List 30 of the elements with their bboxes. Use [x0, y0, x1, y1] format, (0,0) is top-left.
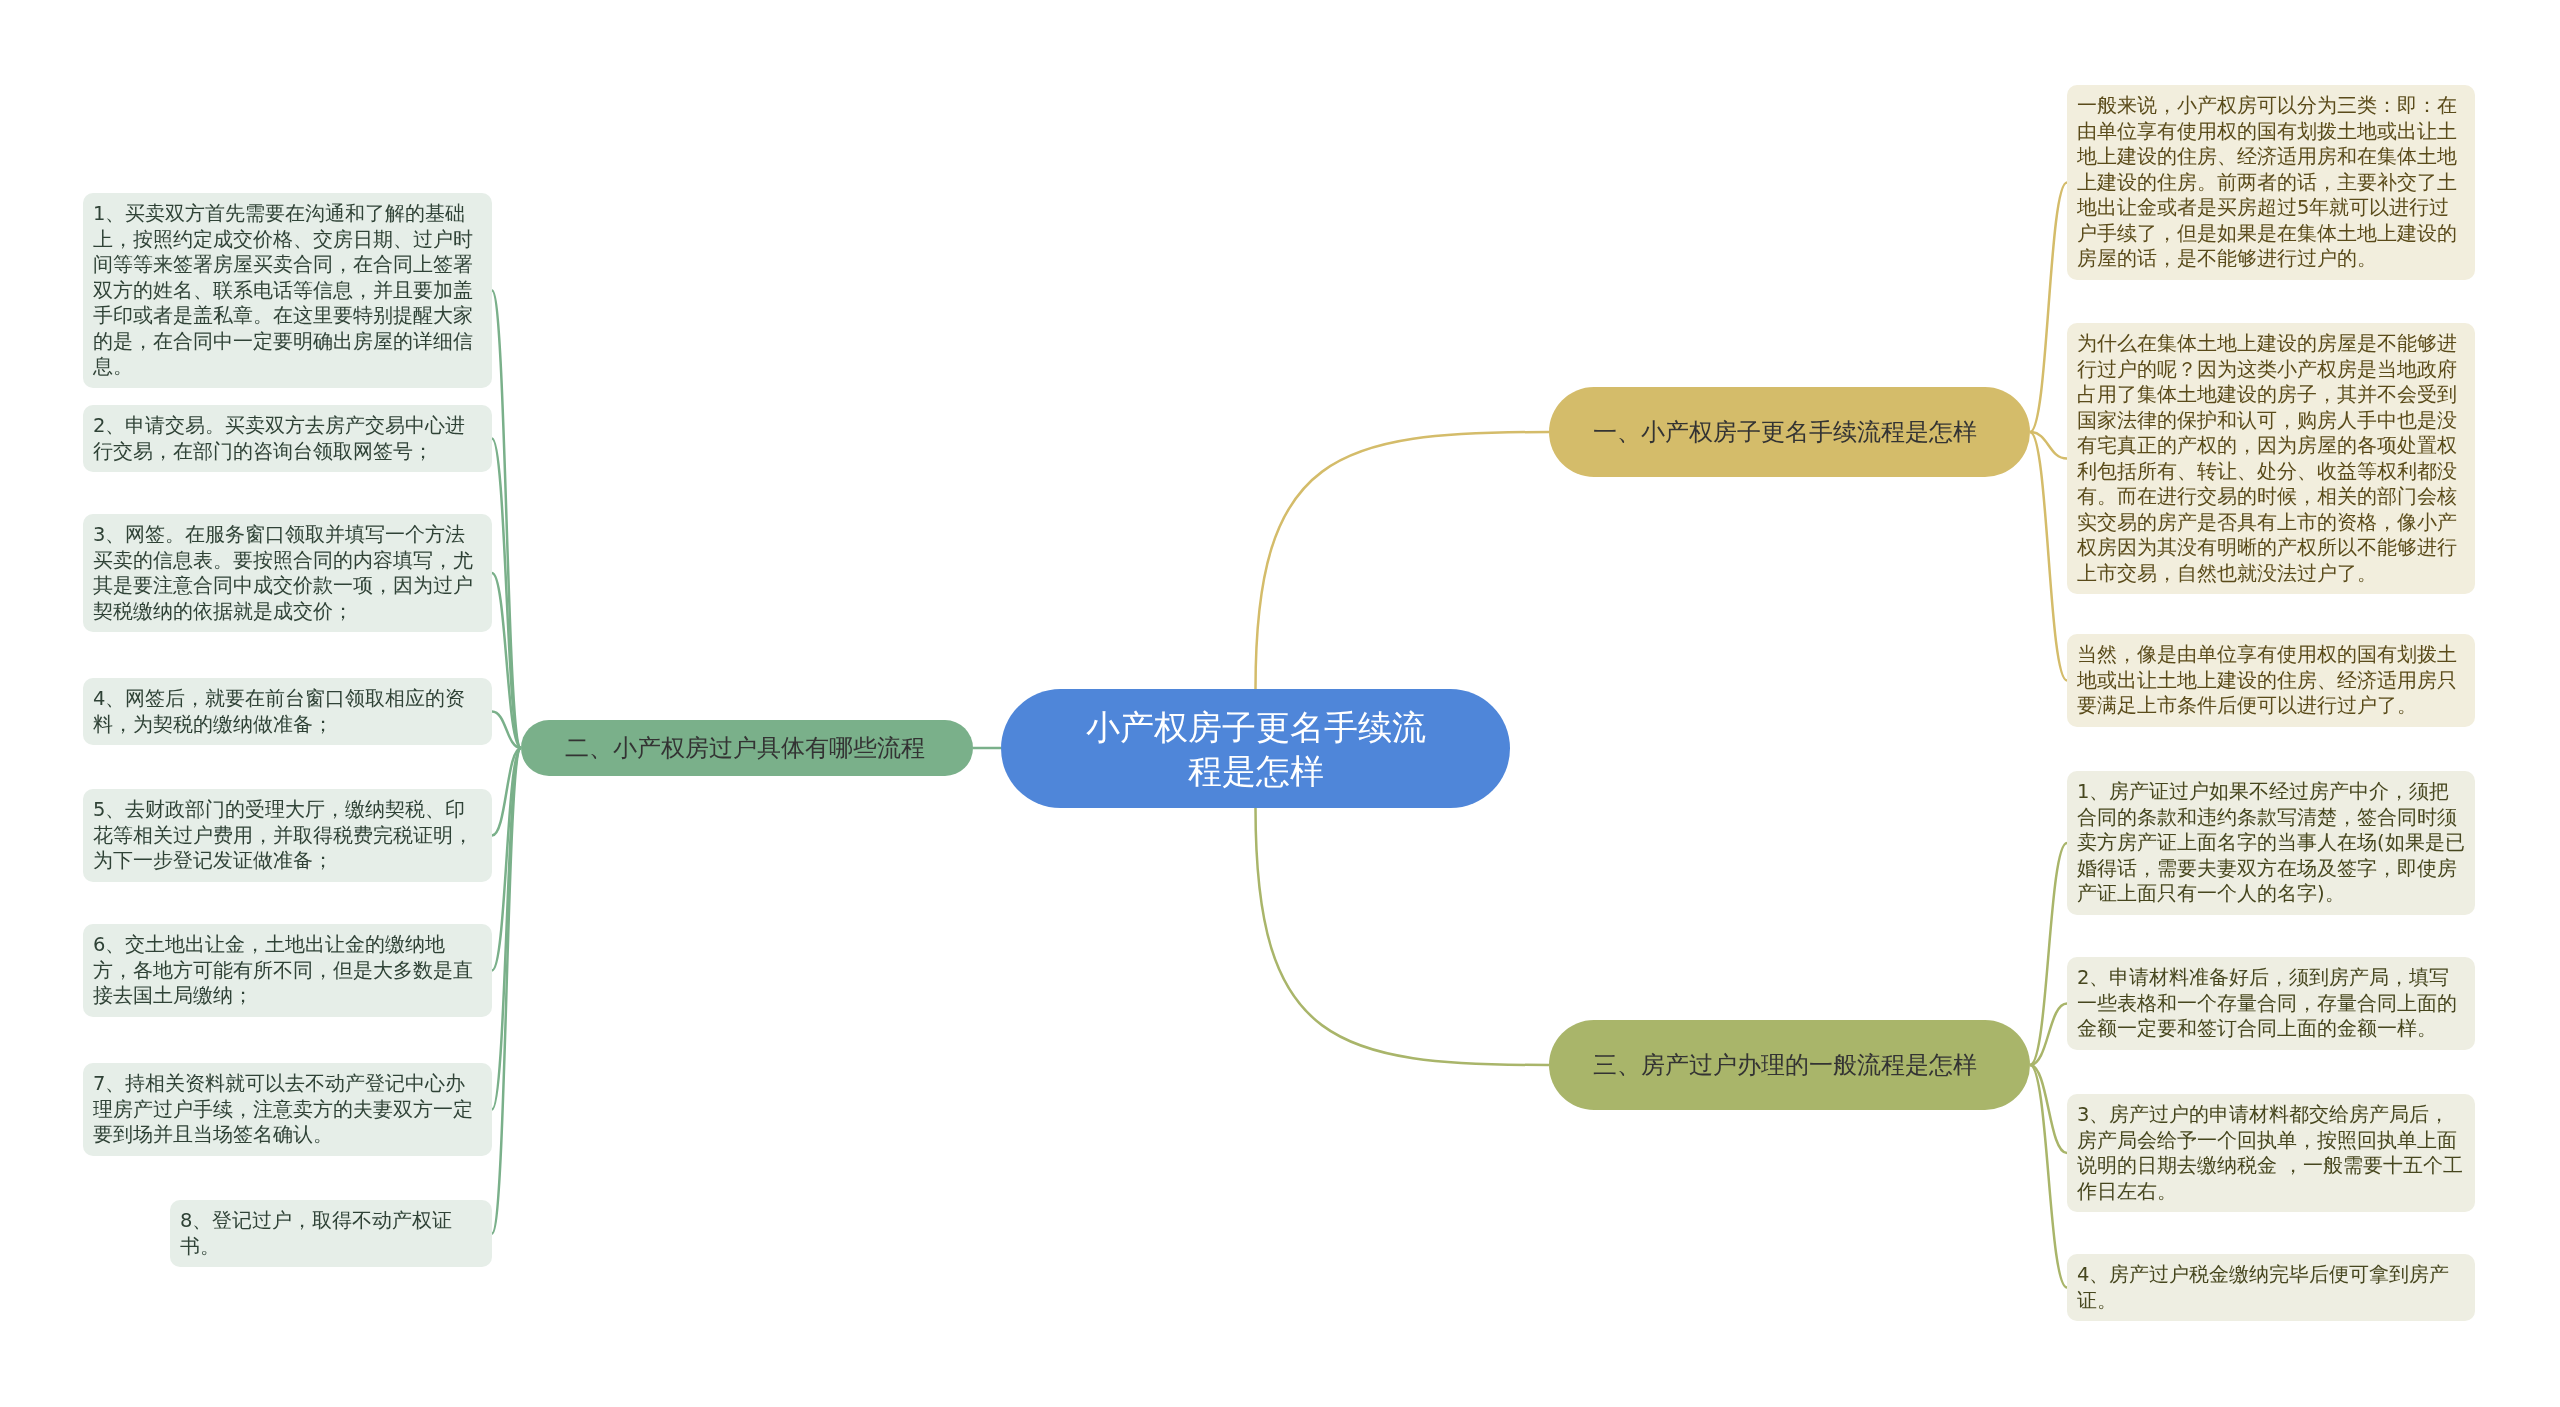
connector-line — [1254, 430, 1549, 690]
connector-line — [973, 746, 1001, 750]
text-card: 3、网签。在服务窗口领取并填写一个方法买卖的信息表。要按照合同的内容填写，尤其是要注意合同中成交价款一项，因为过户契税缴纳的依据就是成交价； — [83, 514, 492, 632]
text-card: 4、网签后，就要在前台窗口领取相应的资料，为契税的缴纳做准备； — [83, 678, 492, 745]
connector-line — [2029, 842, 2068, 1066]
text-card: 5、去财政部门的受理大厅，缴纳契税、印花等相关过户费用，并取得税费完税证明，为下一步登记发证做准备； — [83, 789, 492, 882]
connector-line — [2029, 1063, 2068, 1155]
text-card: 6、交土地出让金，土地出让金的缴纳地方，各地方可能有所不同，但是大多数是直接去国土局缴纳； — [83, 924, 492, 1017]
connector-line — [2029, 431, 2068, 682]
text-card: 3、房产过户的申请材料都交给房产局后，房产局会给予一个回执单，按照回执单上面说明的日期去缴纳税金 ，一般需要十五个工作日左右。 — [2067, 1094, 2475, 1212]
branch-topic: 二、小产权房过户具体有哪些流程 — [521, 720, 973, 776]
text-card: 8、登记过户，取得不动产权证书。 — [170, 1200, 492, 1267]
text-card: 2、申请材料准备好后，须到房产局，填写一些表格和一个存量合同，存量合同上面的金额一定要和签订合同上面的金额一样。 — [2067, 957, 2475, 1050]
text-card: 2、申请交易。买卖双方去房产交易中心进行交易，在部门的咨询台领取网签号； — [83, 405, 492, 472]
text-card: 7、持相关资料就可以去不动产登记中心办理房产过户手续，注意卖方的夫妻双方一定要到场并且当场签名确认。 — [83, 1063, 492, 1156]
text-card: 1、房产证过户如果不经过房产中介，须把合同的条款和违约条款写清楚，签合同时须卖方房产证上面名字的当事人在场(如果是已婚得话，需要夫妻双方在场及签字，即使房产证上面只有一个人的名字)。 — [2067, 771, 2475, 915]
text-card: 4、房产过户税金缴纳完毕后便可拿到房产证。 — [2067, 1254, 2475, 1321]
connector-line — [491, 746, 522, 837]
central-topic: 小产权房子更名手续流程是怎样 — [1001, 689, 1510, 808]
text-card: 一般来说，小产权房可以分为三类：即：在由单位享有使用权的国有划拨土地或出让土地上建设的住房、经济适用房和在集体土地上建设的住房。前两者的话，主要补交了土地出让金或者是买房超过5年就可以进行过户手续了，但是如果是在集体土地上建设的房屋的话，是不能够进行过户的。 — [2067, 85, 2475, 280]
connector-line — [1254, 807, 1549, 1067]
branch-topic: 一、小产权房子更名手续流程是怎样 — [1549, 387, 2030, 477]
connector-line — [2029, 181, 2068, 433]
text-card: 为什么在集体土地上建设的房屋是不能够进行过户的呢？因为这类小产权房是当地政府占用了集体土地建设的房子，其并不会受到国家法律的保护和认可，购房人手中也是没有宅真正的产权的，因为房屋的各项处置权利包括所有、转让、处分、收益等权利都没有。而在进行交易的时候，相关的部门会核实交易的房产是否具有上市的资格，像小产权房因为其没有明晰的产权所以不能够进行上市交易，自然也就没法过户了。 — [2067, 323, 2475, 594]
connector-line — [2029, 1064, 2068, 1289]
branch-topic: 三、房产过户办理的一般流程是怎样 — [1549, 1020, 2030, 1110]
connector-line — [491, 710, 522, 750]
text-card: 当然，像是由单位享有使用权的国有划拨土地或出让土地上建设的住房、经济适用房只要满足上市条件后便可以进行过户了。 — [2067, 634, 2475, 727]
connector-line — [2029, 430, 2068, 460]
text-card: 1、买卖双方首先需要在沟通和了解的基础上，按照约定成交价格、交房日期、过户时间等等来签署房屋买卖合同，在合同上签署双方的姓名、联系电话等信息，并且要加盖手印或者是盖私章。在这里要特别提醒大家的是，在合同中一定要明确出房屋的详细信息。 — [83, 193, 492, 388]
